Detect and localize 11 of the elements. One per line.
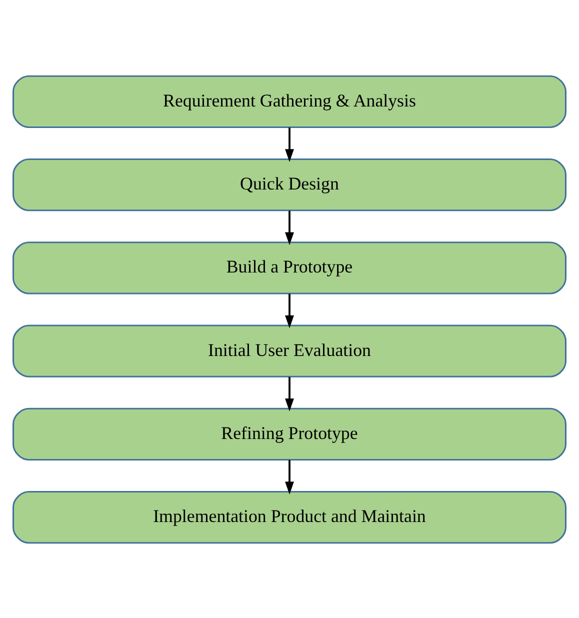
arrow [285,210,294,245]
arrow [285,460,294,494]
arrow [285,293,294,328]
node-box: Implementation Product and Maintain [12,490,566,544]
node-box: Build a Prototype [12,241,566,294]
node-box: Refining Prototype [12,407,566,460]
node-box: Initial User Evaluation [12,324,566,377]
node-box: Requirement Gathering & Analysis [12,74,566,128]
arrow [285,376,294,411]
arrow [285,127,294,162]
node-box: Quick Design [12,158,566,211]
